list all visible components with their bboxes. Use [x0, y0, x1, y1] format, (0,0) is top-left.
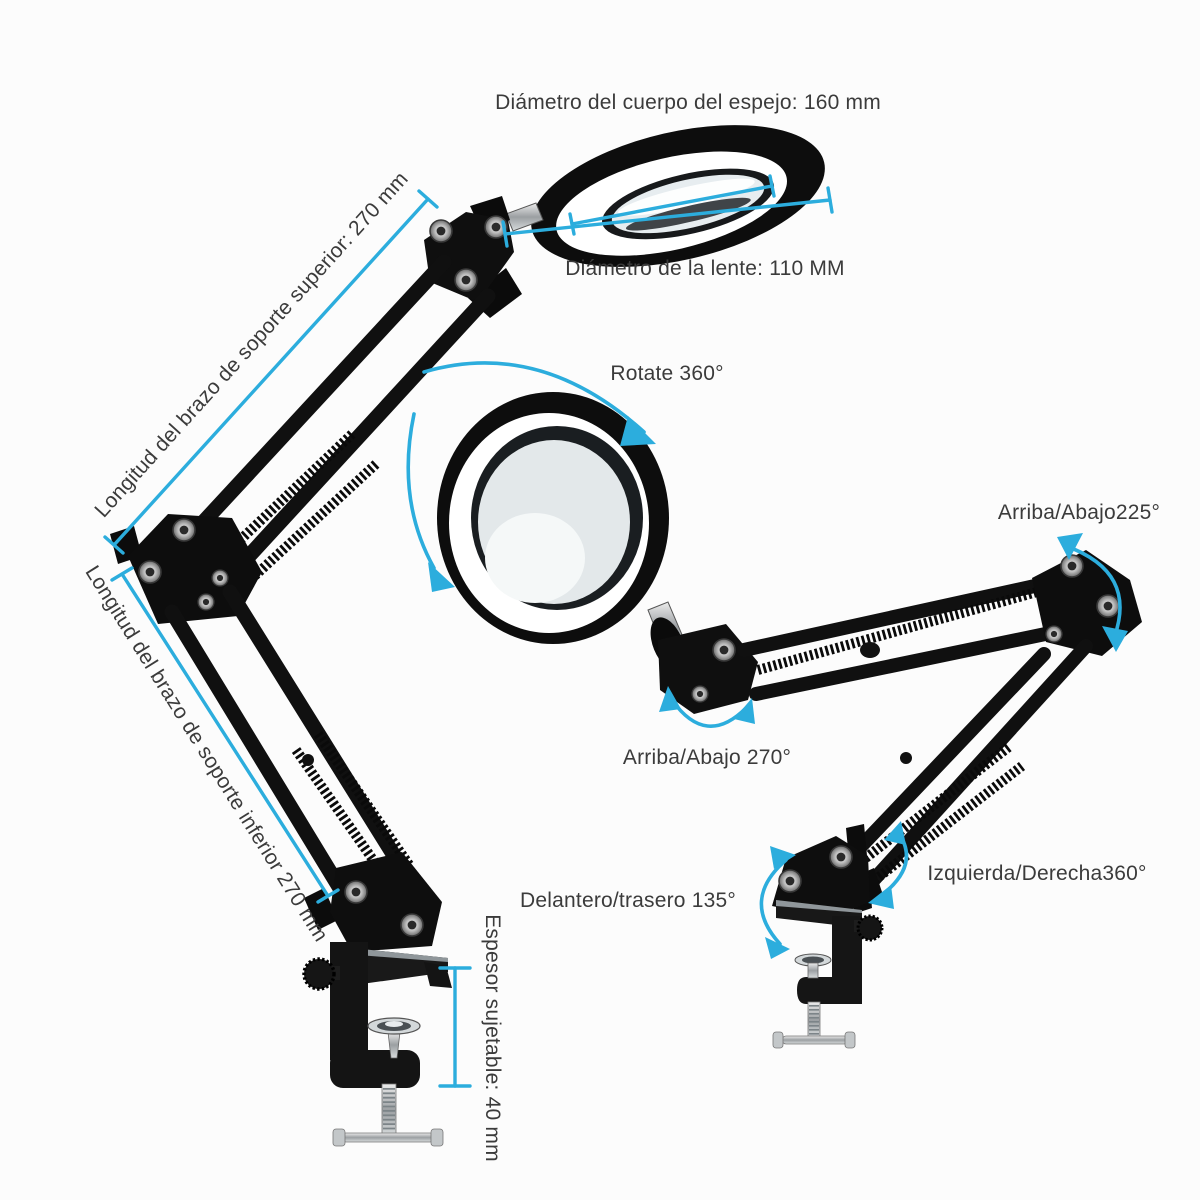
rotate-arrow-top: [422, 361, 656, 446]
label-up-down-270: Arriba/Abajo 270°: [622, 746, 792, 769]
lamp-head-top: [531, 125, 825, 267]
arrow-up-down-270: [659, 686, 755, 728]
right-upper-arm-spring: [756, 585, 1046, 675]
label-up-down-225: Arriba/Abajo225°: [997, 501, 1161, 524]
upper-arm: [164, 254, 496, 602]
right-lower-arm: [841, 639, 1093, 891]
lamp-head-center: [437, 392, 669, 644]
clamp-bracket-left: [304, 852, 442, 952]
arm-pivot-stud: [900, 752, 912, 764]
label-lens-diameter: Diámetro de la lente: 110 MM: [565, 257, 845, 280]
arrow-left-right-360: [868, 821, 909, 909]
desk-clamp-right: [772, 900, 884, 1049]
label-clamp-thickness: Espesor sujetable: 40 mm: [481, 914, 504, 1162]
right-upper-arm: [737, 573, 1091, 701]
dimension-line-upper-arm: [103, 189, 439, 555]
label-front-back-135: Delantero/trasero 135°: [520, 889, 736, 912]
head-pin-top: [505, 202, 544, 232]
right-lower-arm-springs: [836, 742, 1026, 894]
dimension-line-lower-arm: [110, 566, 340, 904]
arm-pivot-stud: [302, 754, 314, 766]
label-mirror-body-diameter: Diámetro del cuerpo del espejo: 160 mm: [495, 91, 881, 114]
label-left-right-360: Izquierda/Derecha360°: [927, 862, 1147, 885]
dimension-line-body-160: [501, 186, 834, 248]
arrow-front-back-135: [759, 846, 796, 959]
dimension-line-lens-110: [568, 174, 776, 236]
desk-clamp-left: [302, 942, 452, 1147]
arrow-up-down-225: [1057, 533, 1128, 652]
arm-pivot-stud: [860, 642, 880, 658]
dimension-line-clamp-40: [438, 966, 472, 1088]
rotate-arrow-left: [406, 412, 455, 592]
head-joint-right: [650, 617, 758, 714]
label-rotate-360: Rotate 360°: [610, 362, 724, 385]
